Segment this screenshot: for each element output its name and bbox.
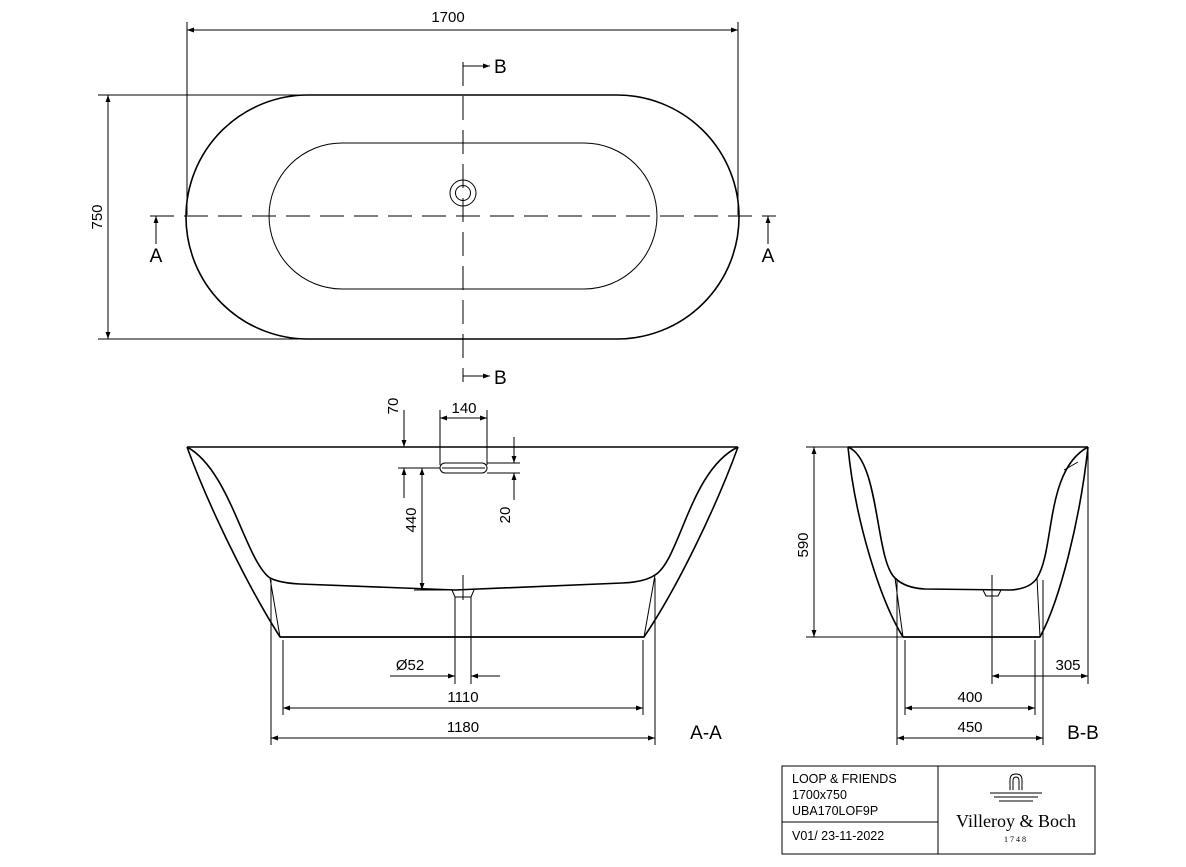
dim-base-width: 450 xyxy=(957,719,982,736)
foot-edge-left xyxy=(269,577,281,638)
product-name: LOOP & FRIENDS xyxy=(792,772,897,786)
dim-drain-offset: 305 xyxy=(1055,657,1080,674)
dim-total-height: 590 xyxy=(795,532,812,557)
dim-overall-length: 1700 xyxy=(431,9,464,26)
dim-base-length: 1180 xyxy=(447,719,479,736)
dim-overflow-height: 20 xyxy=(497,507,514,524)
dim-overall-width: 750 xyxy=(89,204,106,229)
section-a-label-right: A xyxy=(762,246,775,267)
section-b-label-bottom: B xyxy=(494,368,507,389)
outer-rim xyxy=(185,94,740,340)
section-b-b-label: B-B xyxy=(1067,723,1099,744)
dim-inner-bottom-length: 1110 xyxy=(447,689,478,706)
top-view: 1700 750 A A B B xyxy=(89,9,776,389)
section-b-label-top: B xyxy=(494,57,507,78)
dim-inner-bottom-width: 400 xyxy=(957,689,982,706)
dim-inner-depth: 440 xyxy=(403,507,420,532)
dim-drain-diameter: Ø52 xyxy=(396,657,424,674)
foot-edge-left xyxy=(894,577,904,638)
inner-basin-profile xyxy=(847,446,1089,591)
dim-rim-to-overflow: 70 xyxy=(385,398,402,415)
overflow-mark xyxy=(1063,461,1079,471)
brand-logo-icon xyxy=(990,773,1042,802)
version-date: V01/ 23-11-2022 xyxy=(792,829,884,843)
dim-overflow-width: 140 xyxy=(451,400,476,417)
title-block: LOOP & FRIENDS 1700x750 UBA170LOF9P V01/… xyxy=(781,765,1096,855)
inner-basin xyxy=(268,142,658,290)
brand-year: 1748 xyxy=(1004,835,1028,844)
foot-edge-right xyxy=(643,574,656,638)
section-b-b-view: 590 305 400 450 B-B xyxy=(795,446,1099,745)
foot-edge-right xyxy=(1036,577,1041,638)
section-a-a-label: A-A xyxy=(690,723,722,744)
article-code: UBA170LOF9P xyxy=(792,804,878,818)
brand-name: Villeroy & Boch xyxy=(956,811,1076,831)
outer-shell xyxy=(847,446,1089,638)
section-a-label-left: A xyxy=(150,246,163,267)
section-a-a-view: 140 70 440 20 Ø52 1110 1180 A-A xyxy=(186,398,739,745)
product-size: 1700x750 xyxy=(792,788,847,802)
